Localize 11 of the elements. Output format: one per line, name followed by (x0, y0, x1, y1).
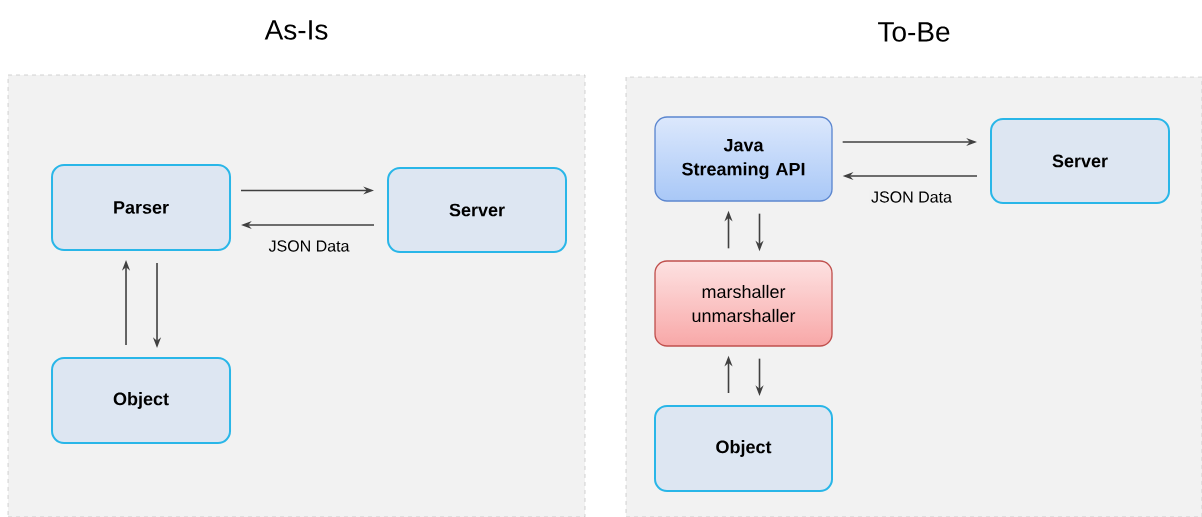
process-box: Java Streaming API (654, 116, 833, 202)
process-box: Server (990, 118, 1170, 204)
process-box: marshaller unmarshaller (654, 260, 833, 347)
process-box: Parser (51, 164, 231, 251)
process-box: Object (51, 357, 231, 444)
edge-label: JSON Data (267, 239, 351, 253)
edge-label: JSON Data (869, 190, 954, 204)
process-box: Server (387, 167, 567, 253)
process-box: Object (654, 405, 833, 492)
panel-title: As-Is (264, 20, 328, 40)
panel-title: To-Be (878, 22, 950, 42)
